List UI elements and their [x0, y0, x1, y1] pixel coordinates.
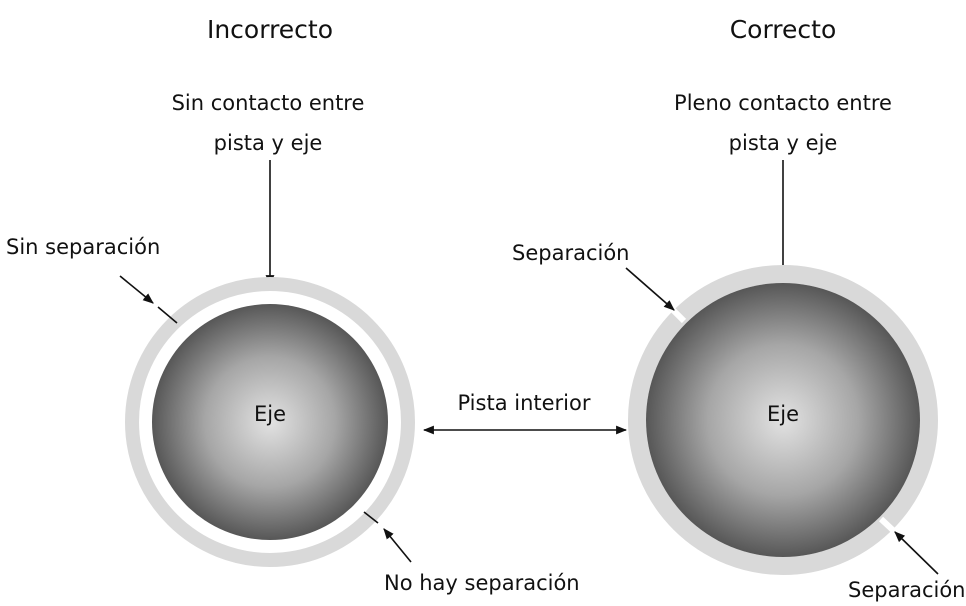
center-label: Pista interior — [457, 391, 590, 415]
left-title: Incorrecto — [207, 15, 333, 44]
right-split-gap-bottom — [878, 516, 899, 536]
left-inner-race — [125, 277, 415, 567]
left-shaft-label: Eje — [254, 402, 286, 426]
left-top-label-line1: Sin contacto entre — [172, 91, 365, 115]
right-title: Correcto — [730, 15, 837, 44]
right-top-label-line1: Pleno contacto entre — [674, 91, 892, 115]
left-shaft — [152, 304, 388, 540]
right-inner-race — [628, 265, 938, 575]
right-bottom-arrow — [894, 531, 939, 575]
right-panel: Correcto Pleno contacto entre pista y ej… — [512, 15, 966, 602]
center-annotation: Pista interior — [422, 391, 628, 435]
right-shaft — [646, 283, 920, 557]
right-shaft-label: Eje — [767, 402, 799, 426]
right-bottom-label: Separación — [848, 578, 966, 602]
right-top-label-line2: pista y eje — [729, 131, 838, 155]
left-bottom-label: No hay separación — [384, 571, 580, 595]
right-side-arrow — [625, 267, 675, 311]
left-side-arrow — [119, 275, 154, 304]
left-bottom-arrow — [383, 528, 412, 563]
left-side-gap-mark — [157, 306, 178, 324]
left-panel: Incorrecto Sin contacto entre pista y ej… — [6, 15, 580, 595]
left-bottom-gap-mark — [363, 511, 379, 524]
right-side-label: Separación — [512, 241, 630, 265]
left-side-label: Sin separación — [6, 235, 160, 259]
left-top-label-line2: pista y eje — [214, 131, 323, 155]
